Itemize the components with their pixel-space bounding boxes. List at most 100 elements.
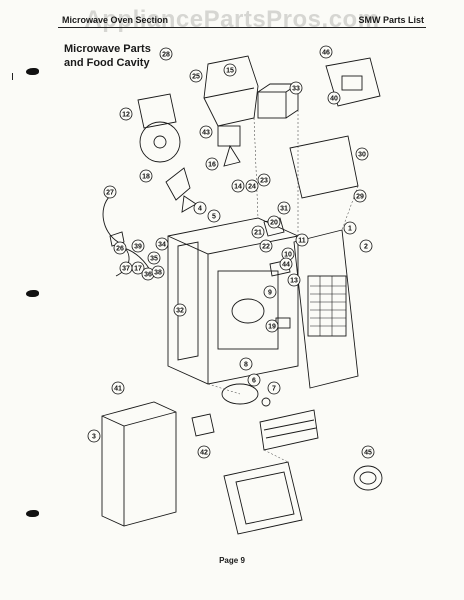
callout-label: 35 bbox=[150, 256, 158, 263]
callout-label: 36 bbox=[144, 272, 152, 279]
callout-circle bbox=[287, 273, 301, 287]
callout-label: 7 bbox=[272, 386, 276, 393]
callout-label: 28 bbox=[162, 52, 170, 59]
callout-circle bbox=[257, 173, 271, 187]
callout-circle bbox=[265, 319, 279, 333]
callout-label: 42 bbox=[200, 450, 208, 457]
callout-label: 1 bbox=[348, 226, 352, 233]
callout-label: 25 bbox=[192, 74, 200, 81]
callout-circle bbox=[361, 445, 375, 459]
callout-circle bbox=[119, 107, 133, 121]
callout-label: 10 bbox=[284, 252, 292, 259]
callout-label: 17 bbox=[134, 266, 142, 273]
callout-label: 30 bbox=[358, 152, 366, 159]
callout-label: 27 bbox=[106, 190, 114, 197]
callout-label: 13 bbox=[290, 278, 298, 285]
callout-label: 46 bbox=[322, 50, 330, 57]
callout-label: 20 bbox=[270, 220, 278, 227]
callout-circle bbox=[193, 201, 207, 215]
callout-label: 40 bbox=[330, 96, 338, 103]
parts-list-header: SMW Parts List bbox=[358, 15, 424, 25]
diagram-title-line-1: Microwave Parts bbox=[64, 43, 151, 55]
callout-label: 21 bbox=[254, 230, 262, 237]
callout-label: 8 bbox=[244, 362, 248, 369]
callout-circle bbox=[277, 201, 291, 215]
binder-hole-top bbox=[26, 68, 39, 75]
callout-circle bbox=[247, 373, 261, 387]
callout-circle bbox=[295, 233, 309, 247]
callout-circle bbox=[205, 157, 219, 171]
callout-label: 43 bbox=[202, 130, 210, 137]
callout-label: 3 bbox=[92, 434, 96, 441]
callout-circle bbox=[327, 91, 341, 105]
callout-circle bbox=[151, 265, 165, 279]
callout-circle bbox=[267, 215, 281, 229]
callout-label: 31 bbox=[280, 206, 288, 213]
callout-circle bbox=[103, 185, 117, 199]
callout-circle bbox=[199, 125, 213, 139]
callout-circle bbox=[353, 189, 367, 203]
callout-circle bbox=[259, 239, 273, 253]
callout-label: 38 bbox=[154, 270, 162, 277]
callout-circle bbox=[173, 303, 187, 317]
binder-hole-bottom bbox=[26, 510, 39, 517]
callout-circle bbox=[223, 63, 237, 77]
callout-label: 11 bbox=[298, 238, 306, 245]
callout-label: 32 bbox=[176, 308, 184, 315]
section-header: Microwave Oven Section bbox=[62, 15, 169, 25]
callout-circle bbox=[239, 357, 253, 371]
callout-label: 29 bbox=[356, 194, 364, 201]
callout-circle bbox=[245, 179, 259, 193]
callout-circle bbox=[355, 147, 369, 161]
callout-circle bbox=[359, 239, 373, 253]
callout-circle bbox=[131, 239, 145, 253]
callout-circle bbox=[87, 429, 101, 443]
diagram-title-line-2: and Food Cavity bbox=[64, 57, 150, 69]
callout-circle bbox=[231, 179, 245, 193]
callout-label: 44 bbox=[282, 262, 290, 269]
callout-label: 12 bbox=[122, 112, 130, 119]
diagram-title: Microwave Parts and Food Cavity bbox=[64, 42, 151, 70]
callout-circle bbox=[319, 45, 333, 59]
callout-label: 4 bbox=[198, 206, 202, 213]
callout-label: 23 bbox=[260, 178, 268, 185]
callout-label: 24 bbox=[248, 184, 256, 191]
callout-label: 18 bbox=[142, 174, 150, 181]
callout-circle bbox=[263, 285, 277, 299]
callout-circle bbox=[155, 237, 169, 251]
callout-label: 41 bbox=[114, 386, 122, 393]
watermark: AppliancePartsPros.com bbox=[84, 6, 380, 33]
callout-circle bbox=[207, 209, 221, 223]
callout-label: 6 bbox=[252, 378, 256, 385]
page-number: Page 9 bbox=[219, 556, 245, 565]
callout-circle bbox=[251, 225, 265, 239]
callout-circle bbox=[267, 381, 281, 395]
callout-label: 5 bbox=[212, 214, 216, 221]
callout-label: 33 bbox=[292, 86, 300, 93]
callout-circle bbox=[279, 257, 293, 271]
callout-label: 37 bbox=[122, 266, 130, 273]
callout-circle bbox=[289, 81, 303, 95]
callout-label: 22 bbox=[262, 244, 270, 251]
callout-label: 39 bbox=[134, 244, 142, 251]
callout-label: 2 bbox=[364, 244, 368, 251]
callout-label: 19 bbox=[268, 324, 276, 331]
exploded-parts-diagram: 1 2 3 4 5 6 7 8 9 10 11 12 13 14 15 16 1… bbox=[87, 45, 383, 535]
callout-label: 45 bbox=[364, 450, 372, 457]
binder-hole-middle bbox=[26, 290, 39, 297]
margin-tick bbox=[12, 73, 13, 80]
callout-circle bbox=[139, 169, 153, 183]
callout-label: 15 bbox=[226, 68, 234, 75]
callout-label: 34 bbox=[158, 242, 166, 249]
header-rule bbox=[58, 27, 426, 28]
callout-circle bbox=[119, 261, 133, 275]
callout-circle bbox=[111, 381, 125, 395]
callout-circle bbox=[147, 251, 161, 265]
callout-circle bbox=[343, 221, 357, 235]
callout-circle bbox=[113, 241, 127, 255]
callout-circle bbox=[197, 445, 211, 459]
callout-label: 14 bbox=[234, 184, 242, 191]
callout-label: 9 bbox=[268, 290, 272, 297]
callout-label: 26 bbox=[116, 246, 124, 253]
